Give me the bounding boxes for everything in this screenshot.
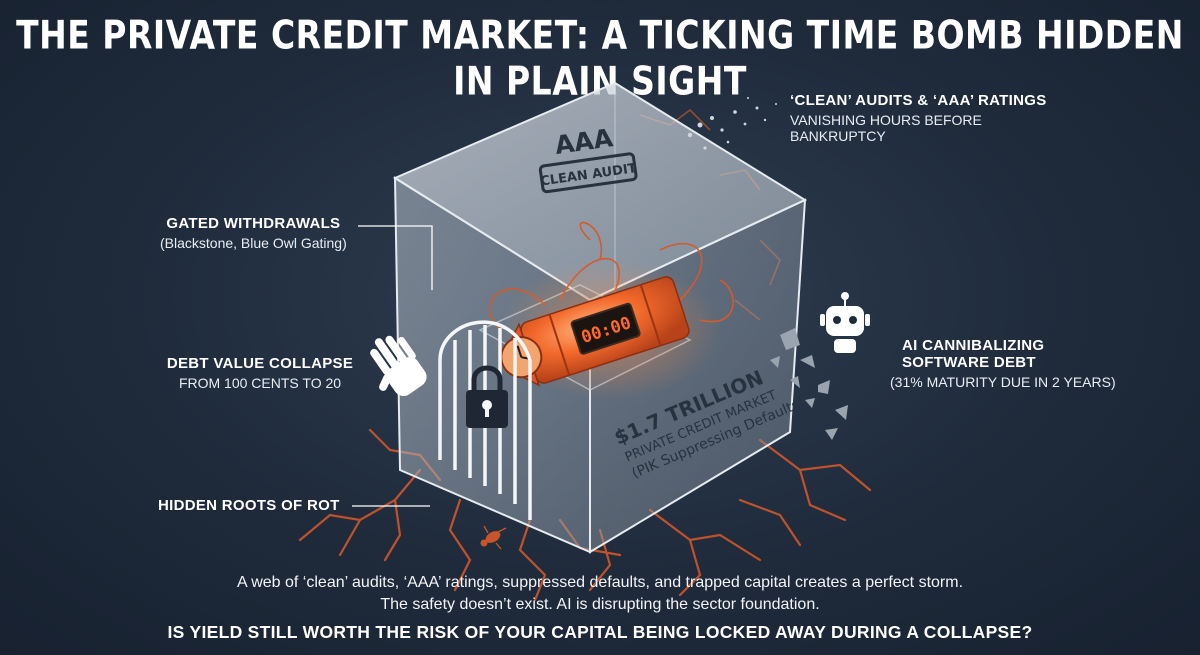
callout-audits: ‘CLEAN’ AUDITS & ‘AAA’ RATINGS VANISHING… — [790, 92, 1047, 144]
footer-line1: A web of ‘clean’ audits, ‘AAA’ ratings, … — [236, 574, 964, 591]
page-title: THE PRIVATE CREDIT MARKET: A TICKING TIM… — [16, 12, 1184, 105]
callout-withdrawals: GATED WITHDRAWALS (Blackstone, Blue Owl … — [160, 215, 347, 251]
footer-line2: The safety doesn’t exist. AI is disrupti… — [380, 596, 820, 613]
callout-ai: AI CANNIBALIZING SOFTWARE DEBT (31% MATU… — [890, 337, 1116, 390]
callout-roots-heading: HIDDEN ROOTS OF ROT — [158, 497, 340, 514]
callout-ai-sub: (31% MATURITY DUE IN 2 YEARS) — [890, 374, 1116, 390]
callout-audits-line1: VANISHING HOURS BEFORE — [790, 112, 982, 128]
padlock-icon — [466, 365, 508, 428]
footer-description: A web of ‘clean’ audits, ‘AAA’ ratings, … — [0, 572, 1200, 616]
callout-withdrawals-sub: (Blackstone, Blue Owl Gating) — [160, 235, 347, 251]
callout-ai-heading1: AI CANNIBALIZING — [902, 337, 1045, 354]
callout-debt-sub: FROM 100 CENTS TO 20 — [178, 375, 342, 391]
footer-question: IS YIELD STILL WORTH THE RISK OF YOUR CA… — [167, 622, 1033, 642]
callout-audits-line2: BANKRUPTCY — [790, 128, 886, 144]
dust-particles — [687, 97, 777, 150]
hand-icon — [370, 335, 427, 397]
callout-roots: HIDDEN ROOTS OF ROT — [158, 497, 340, 514]
callout-debt: DEBT VALUE COLLAPSE FROM 100 CENTS TO 20 — [155, 355, 365, 391]
robot-icon — [820, 292, 870, 353]
callout-leaders — [352, 225, 433, 507]
callout-debt-heading: DEBT VALUE COLLAPSE — [166, 355, 354, 372]
callout-withdrawals-heading: GATED WITHDRAWALS — [166, 215, 341, 232]
bug-icon — [480, 525, 507, 550]
callout-audits-heading: ‘CLEAN’ AUDITS & ‘AAA’ RATINGS — [790, 92, 1047, 109]
callout-ai-heading2: SOFTWARE DEBT — [902, 354, 1036, 371]
debris — [770, 328, 848, 440]
